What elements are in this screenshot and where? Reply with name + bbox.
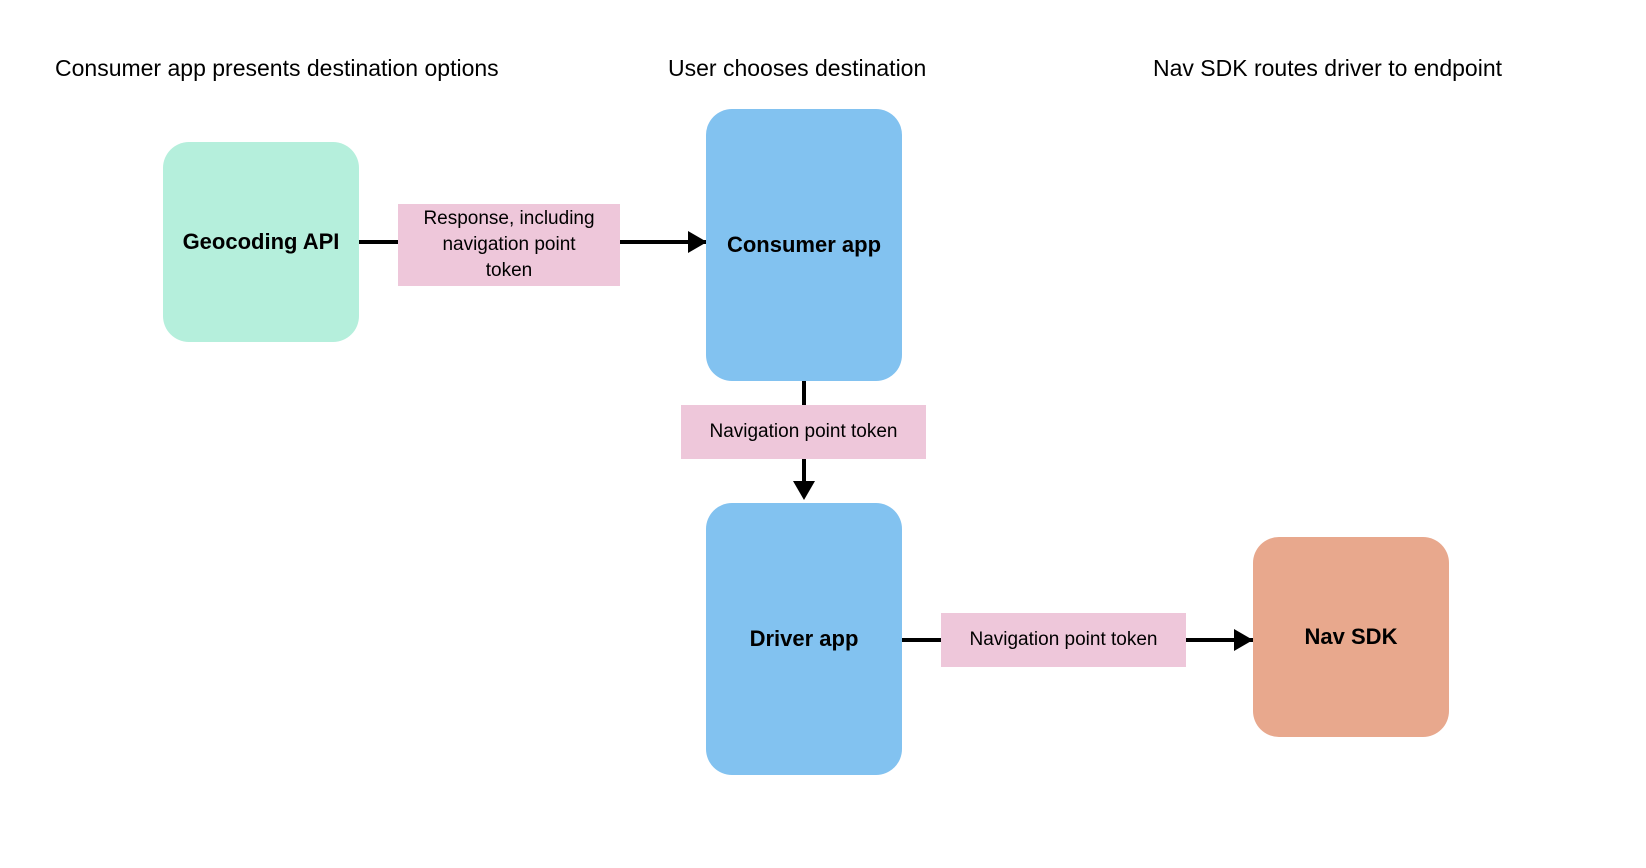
- node-nav-sdk-label: Nav SDK: [1304, 624, 1398, 649]
- node-consumer-app[interactable]: Consumer app: [706, 109, 902, 381]
- node-driver-app-label: Driver app: [749, 626, 859, 651]
- node-nav-sdk[interactable]: Nav SDK: [1253, 537, 1449, 737]
- node-driver-app[interactable]: Driver app: [706, 503, 902, 775]
- arrowhead-down-icon-consumer-to-driver: [793, 481, 815, 500]
- column-header-consumer-options: Consumer app presents destination option…: [55, 55, 499, 81]
- column-header-nav-sdk-routes: Nav SDK routes driver to endpoint: [1153, 55, 1503, 81]
- edge-label-navigation-point-token-consumer-to-driver: Navigation point token: [681, 405, 926, 459]
- edge-label-navigation-point-token-driver-to-navsdk: Navigation point token: [941, 613, 1186, 667]
- arrowhead-right-icon-geocoding-to-consumer: [688, 231, 707, 253]
- arrowhead-right-icon-driver-to-navsdk: [1234, 629, 1253, 651]
- column-header-user-chooses: User chooses destination: [668, 55, 927, 81]
- node-geocoding-api[interactable]: Geocoding API: [163, 142, 359, 342]
- edge-label-response-including-navigation-point-token: Response, including navigation point tok…: [398, 204, 620, 286]
- node-geocoding-api-label: Geocoding API: [182, 229, 340, 254]
- node-consumer-app-label: Consumer app: [726, 232, 882, 257]
